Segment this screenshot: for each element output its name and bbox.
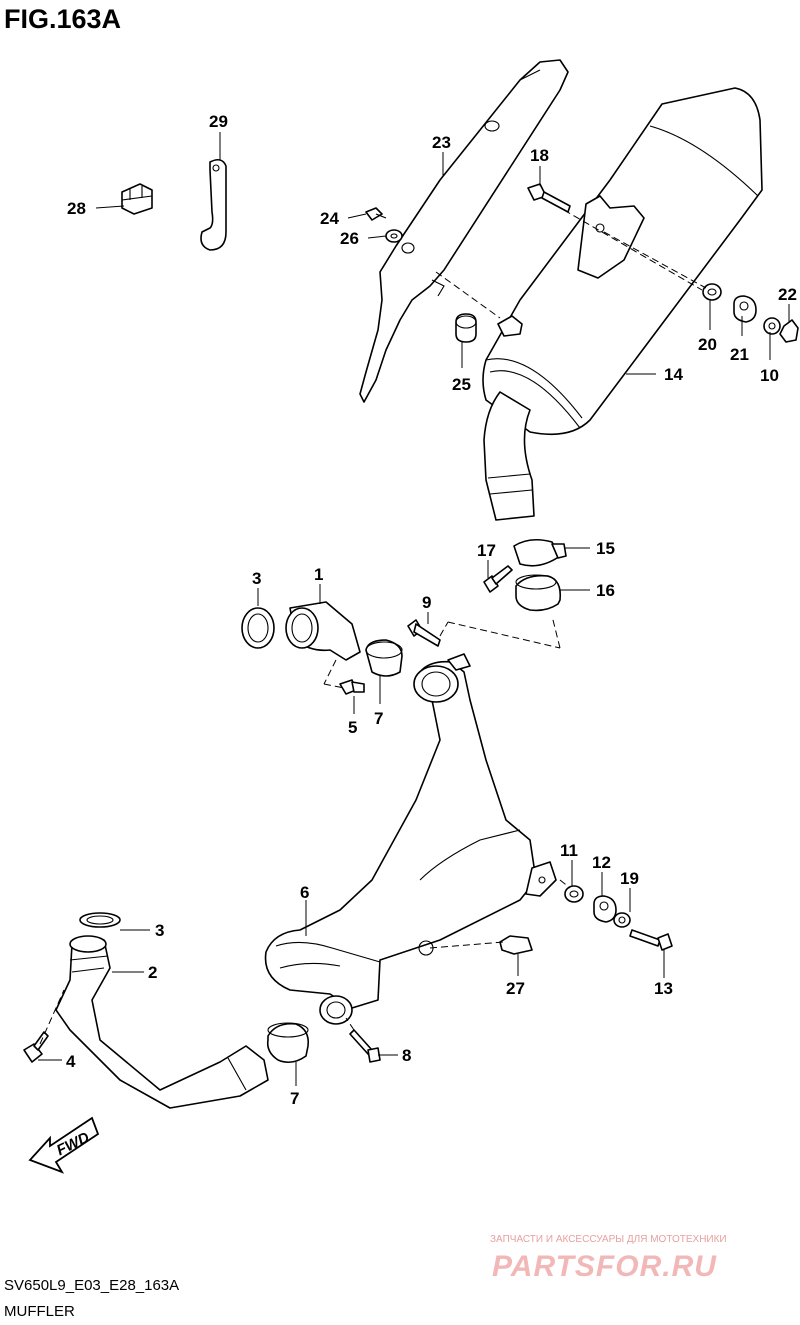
watermark-tagline: ЗАПЧАСТИ И АКСЕССУАРЫ ДЛЯ МОТОТЕХНИКИ xyxy=(490,1234,727,1245)
callout-25: 25 xyxy=(452,375,471,394)
footer-name: MUFFLER xyxy=(4,1303,75,1320)
callout-7-lower: 7 xyxy=(290,1089,299,1108)
callout-11: 11 xyxy=(560,841,578,860)
callout-18: 18 xyxy=(530,146,549,165)
part-20-bushing xyxy=(702,283,722,301)
part-29-strap xyxy=(200,158,227,251)
part-18-bolt xyxy=(527,183,571,213)
part-15-clamp xyxy=(513,538,567,567)
callout-15: 15 xyxy=(596,539,615,558)
callout-10: 10 xyxy=(760,366,779,385)
callout-26: 26 xyxy=(340,229,359,248)
part-11-bushing xyxy=(564,885,584,903)
part-1-exhaust-joint xyxy=(285,601,361,661)
callout-20: 20 xyxy=(698,335,717,354)
callout-14: 14 xyxy=(664,365,683,384)
callout-4: 4 xyxy=(66,1052,76,1071)
part-6-exhaust-pipe xyxy=(264,653,557,1025)
callout-3-lower: 3 xyxy=(155,921,164,940)
figure-title: FIG.163A xyxy=(4,4,121,34)
part-13-bolt xyxy=(629,929,673,951)
footer-code: SV650L9_E03_E28_163A xyxy=(4,1277,179,1294)
callout-9: 9 xyxy=(422,593,431,612)
part-21-rubber xyxy=(733,295,757,323)
part-5-bolt xyxy=(339,679,365,695)
part-7-gasket-lower xyxy=(266,1022,310,1064)
callout-28: 28 xyxy=(67,199,86,218)
callout-7-upper: 7 xyxy=(374,709,383,728)
part-23-heat-shield xyxy=(359,59,569,403)
callout-23: 23 xyxy=(432,133,451,152)
part-9-bolt xyxy=(407,619,441,647)
part-3-gasket-upper xyxy=(241,607,275,649)
part-28-clamp xyxy=(121,183,153,215)
callout-labels: 29 28 23 18 24 26 22 20 21 10 14 25 17 1… xyxy=(66,112,797,1108)
callout-27: 27 xyxy=(506,979,525,998)
part-17-bolt xyxy=(483,565,513,593)
callout-6: 6 xyxy=(300,883,309,902)
part-14-muffler xyxy=(482,87,763,521)
callout-21: 21 xyxy=(730,345,749,364)
part-22-nut xyxy=(779,319,799,343)
part-19-washer xyxy=(613,912,631,928)
callout-13: 13 xyxy=(654,979,673,998)
callout-2: 2 xyxy=(148,963,157,982)
leader-lines xyxy=(38,132,790,1086)
part-12-rubber xyxy=(593,895,617,923)
part-24-bolt xyxy=(365,207,387,221)
part-27-sensor xyxy=(499,935,533,955)
callout-5: 5 xyxy=(348,718,357,737)
watermark-brand: PARTSFOR.RU xyxy=(492,1250,717,1283)
part-16-gasket xyxy=(515,574,562,612)
part-8-bolt xyxy=(349,1029,381,1063)
callout-1: 1 xyxy=(314,565,323,584)
callout-8: 8 xyxy=(402,1046,411,1065)
part-2-front-pipe xyxy=(55,935,269,1109)
callout-24: 24 xyxy=(320,209,339,228)
part-3-gasket-lower xyxy=(79,912,121,928)
callout-22: 22 xyxy=(778,285,797,304)
part-7-gasket-upper xyxy=(365,639,403,677)
part-25-collar xyxy=(455,313,477,343)
watermark: ЗАПЧАСТИ И АКСЕССУАРЫ ДЛЯ МОТОТЕХНИКИ PA… xyxy=(490,1234,727,1283)
part-26-grommet xyxy=(385,229,403,243)
fwd-arrow-icon: FWD xyxy=(28,1116,100,1174)
callout-16: 16 xyxy=(596,581,615,600)
part-4-bolt xyxy=(23,1031,49,1063)
callout-12: 12 xyxy=(592,853,611,872)
callout-19: 19 xyxy=(620,869,639,888)
callout-17: 17 xyxy=(477,541,496,560)
part-10-washer xyxy=(763,317,781,335)
callout-3-upper: 3 xyxy=(252,569,261,588)
callout-29: 29 xyxy=(209,112,228,131)
